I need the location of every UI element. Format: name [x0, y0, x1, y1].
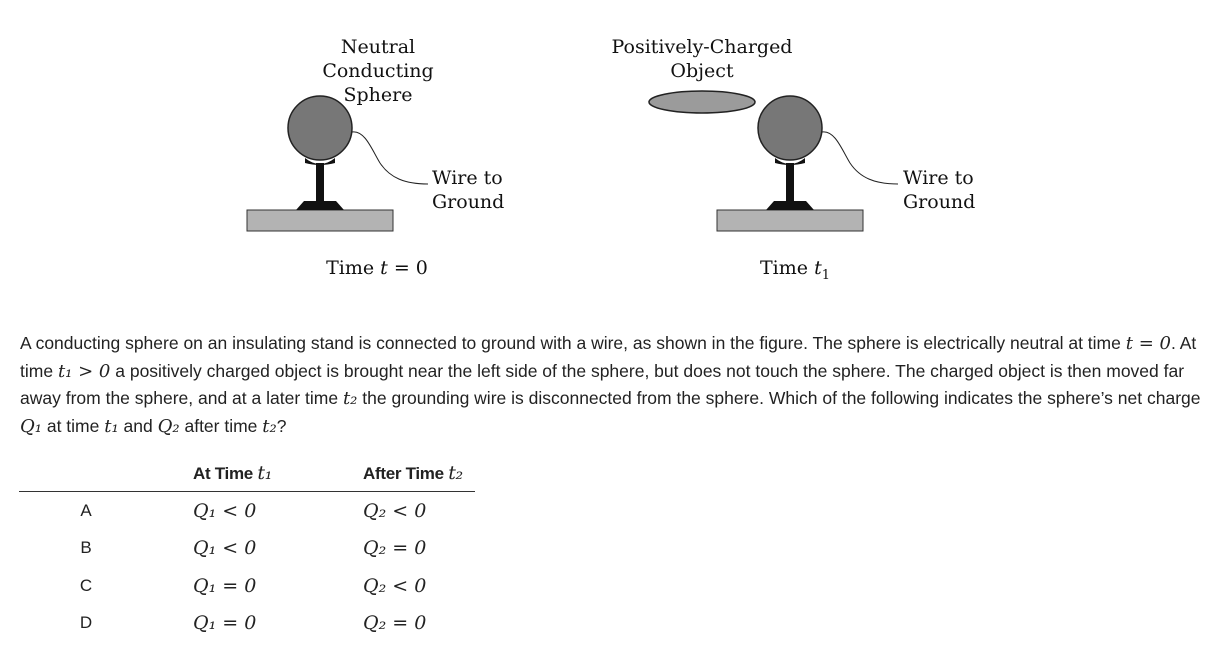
time-label-t0: Time t = 0 — [326, 257, 428, 279]
ground-wire — [821, 131, 899, 185]
answer-table: At Time t₁ After Time t₂ A Q₁ < 0 Q₂ < 0… — [19, 455, 475, 642]
wire-label-line-2: Ground — [903, 191, 975, 213]
math-Q2: Q₂ — [157, 415, 180, 437]
table-row[interactable]: C Q₁ = 0 Q₂ < 0 — [19, 567, 475, 605]
ground-wire — [351, 131, 429, 185]
physics-figure: Neutral Conducting Sphere Wire to Ground… — [246, 36, 976, 283]
right-panel: Positively-Charged Object Wire to Ground… — [612, 36, 976, 283]
header-after-time-t2: After Time t₂ — [363, 455, 475, 492]
option-label[interactable]: A — [80, 500, 92, 520]
table-base — [246, 209, 394, 232]
neutral-sphere — [287, 95, 353, 161]
charged-object — [648, 90, 756, 114]
left-panel: Neutral Conducting Sphere Wire to Ground… — [246, 36, 504, 279]
grounded-sphere — [757, 95, 823, 161]
wire-label-line-1: Wire to — [432, 167, 503, 189]
math-Q1: Q₁ — [20, 415, 42, 437]
wire-label-line-2: Ground — [432, 191, 504, 213]
stand-cup — [775, 158, 805, 165]
math-t2: t₂ — [342, 388, 358, 409]
option-label[interactable]: B — [80, 538, 92, 558]
q2-value: Q₂ < 0 — [363, 574, 427, 597]
q2-value: Q₂ = 0 — [363, 537, 427, 560]
option-label[interactable]: D — [79, 613, 93, 633]
question-text: A conducting sphere on an insulating sta… — [20, 333, 1201, 437]
stand-foot — [296, 201, 344, 210]
sphere-label-line-1: Neutral — [341, 36, 415, 58]
table-row[interactable]: B Q₁ < 0 Q₂ = 0 — [19, 530, 475, 568]
q1-value: Q₁ = 0 — [193, 612, 257, 635]
object-label-line-2: Object — [670, 60, 734, 82]
object-label-line-1: Positively-Charged — [612, 36, 793, 58]
wire-label-line-1: Wire to — [903, 167, 974, 189]
stand-post — [316, 163, 324, 203]
time-label-t1: Time t1 — [760, 257, 830, 283]
math-t1: t₁ — [104, 415, 119, 437]
sphere-label-line-2: Conducting — [322, 60, 433, 82]
table-header-row: At Time t₁ After Time t₂ — [19, 455, 475, 492]
q2-value: Q₂ = 0 — [363, 612, 427, 635]
q1-value: Q₁ < 0 — [193, 499, 257, 522]
sphere-label-line-3: Sphere — [344, 84, 413, 106]
stand-post — [786, 163, 794, 203]
table-base — [716, 209, 864, 232]
math-t2: t₂ — [262, 415, 277, 437]
q2-value: Q₂ < 0 — [363, 499, 427, 522]
stand-foot — [766, 201, 814, 210]
header-option — [19, 455, 193, 492]
table-row[interactable]: D Q₁ = 0 Q₂ = 0 — [19, 605, 475, 643]
option-label[interactable]: C — [79, 575, 93, 595]
stand-cup — [305, 158, 335, 165]
header-at-time-t1: At Time t₁ — [193, 455, 363, 492]
math-t1-gt-0: t₁ > 0 — [57, 360, 111, 382]
math-t-eq-0: t = 0 — [1125, 333, 1171, 354]
q1-value: Q₁ = 0 — [193, 574, 257, 597]
table-row[interactable]: A Q₁ < 0 Q₂ < 0 — [19, 492, 475, 530]
q1-value: Q₁ < 0 — [193, 537, 257, 560]
